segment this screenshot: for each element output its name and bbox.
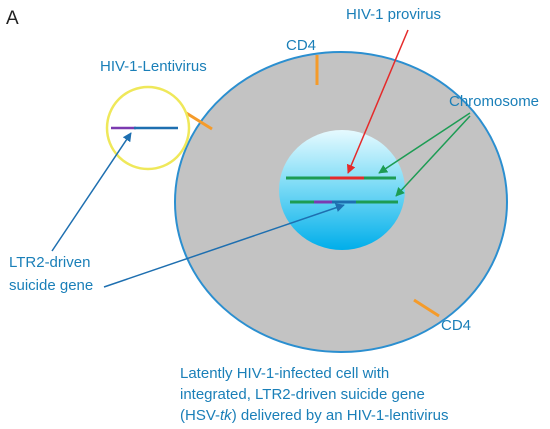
caption-line-1: Latently HIV-1-infected cell with bbox=[180, 365, 389, 382]
ltr2-label-line2: suicide gene bbox=[9, 277, 93, 294]
hiv-provirus-label: HIV-1 provirus bbox=[346, 6, 441, 23]
lentivirus-label: HIV-1-Lentivirus bbox=[100, 58, 207, 75]
caption-line-3-italic: tk bbox=[220, 407, 233, 424]
cd4-label-bottom: CD4 bbox=[441, 317, 471, 334]
chromosome-arrow-lower bbox=[395, 115, 471, 197]
chromosome-label: Chromosome bbox=[449, 93, 539, 110]
lentivirus-gene-arrow bbox=[51, 132, 132, 252]
caption-line-3-prefix: (HSV- bbox=[180, 407, 220, 424]
integrated-gene-arrow bbox=[103, 203, 345, 288]
chromosome-arrow-upper bbox=[378, 112, 471, 174]
nucleus bbox=[279, 130, 405, 250]
ltr2-label-line1: LTR2-driven bbox=[9, 254, 90, 271]
provirus-arrow bbox=[346, 29, 409, 174]
caption-line-2: integrated, LTR2-driven suicide gene bbox=[180, 386, 425, 403]
cd4-label-top: CD4 bbox=[286, 37, 316, 54]
cd4-receptor-bottom bbox=[413, 298, 440, 318]
caption-line-3-suffix: ) delivered by an HIV-1-lentivirus bbox=[232, 407, 449, 424]
panel-label: A bbox=[6, 8, 19, 29]
caption-line-3: (HSV-tk) delivered by an HIV-1-lentiviru… bbox=[180, 407, 448, 424]
